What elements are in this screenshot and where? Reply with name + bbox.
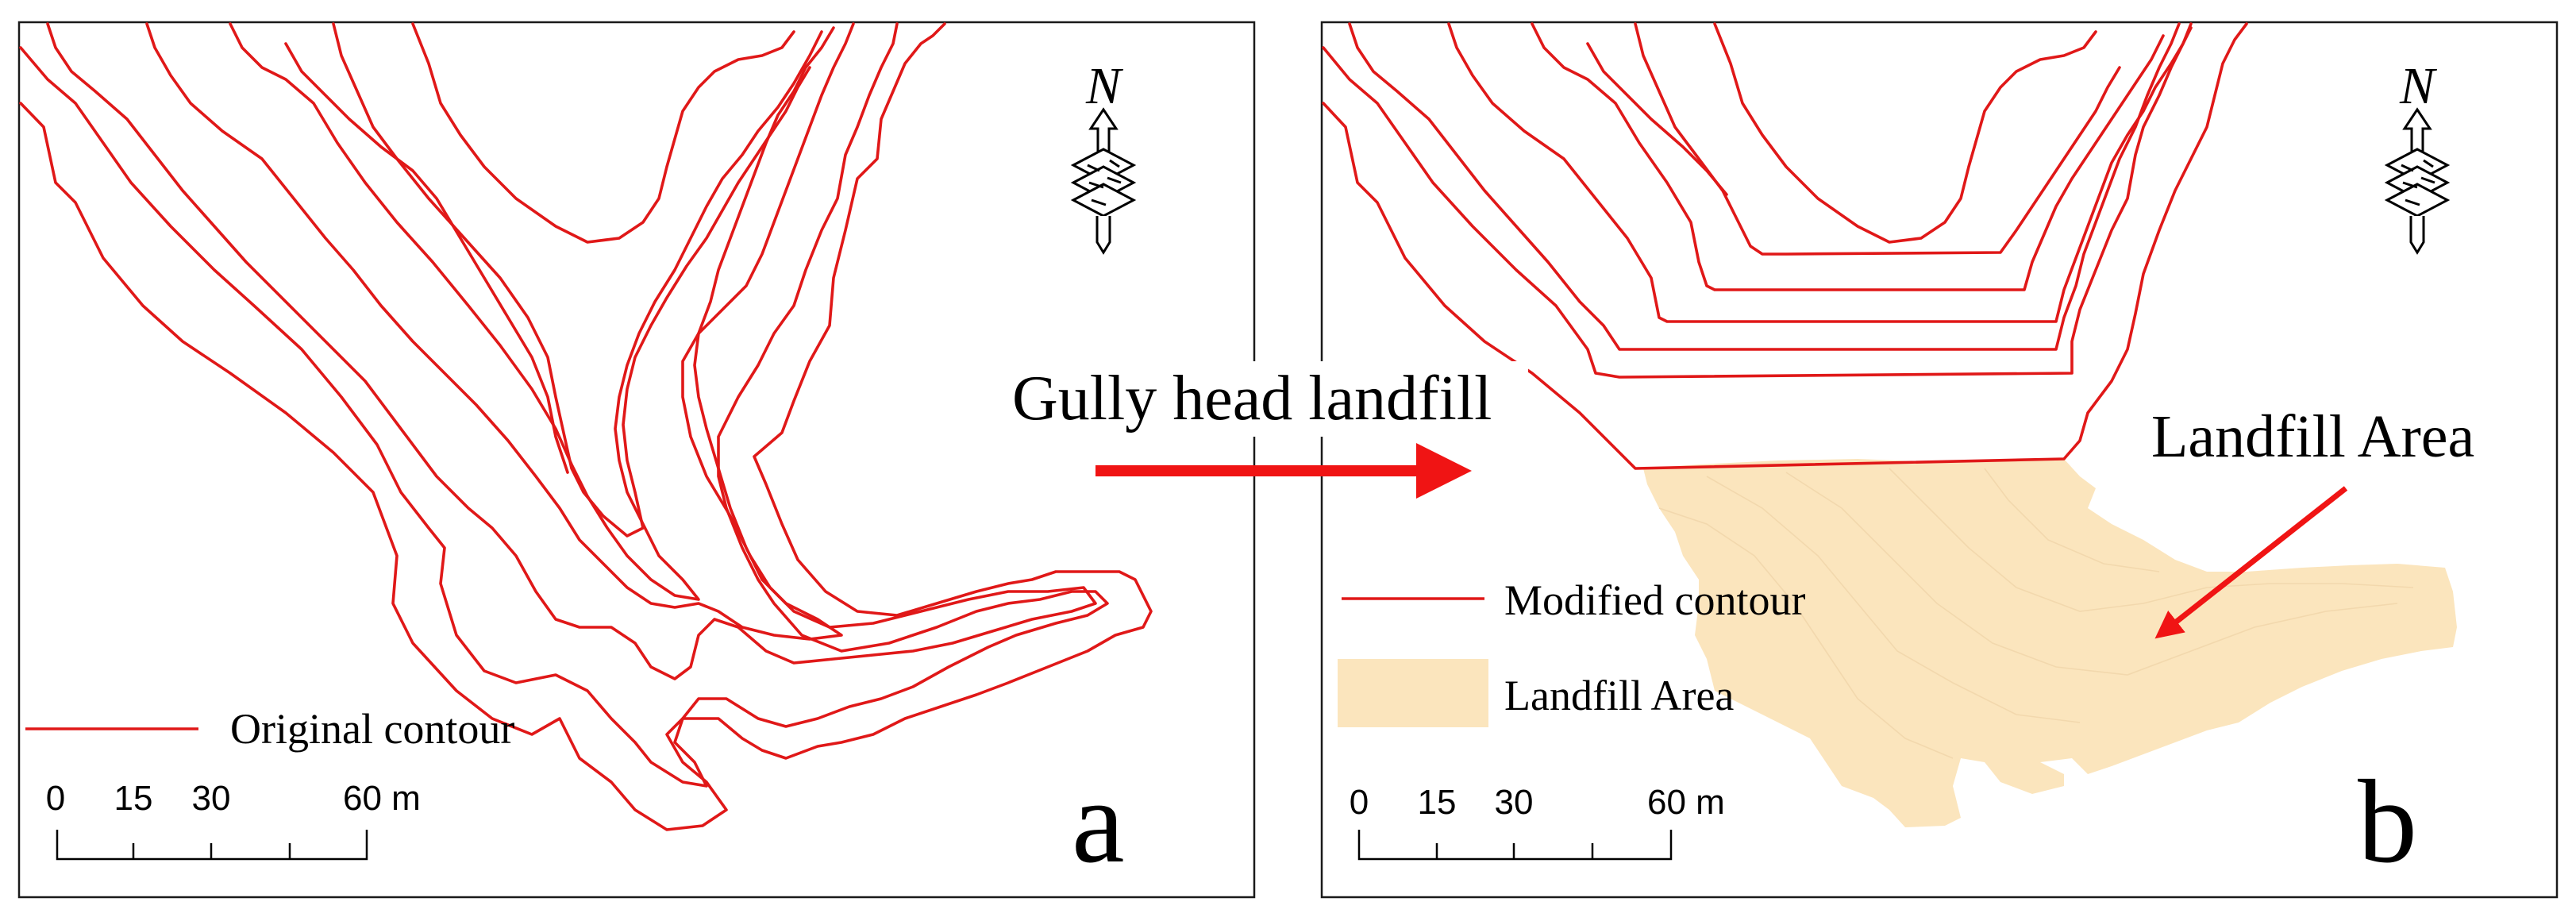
legend-b-contour-label: Modified contour <box>1504 576 1805 624</box>
north-arrow-icon-b: N <box>2384 57 2451 255</box>
landfill-inner-contour-5 <box>1984 468 2160 572</box>
transition: Gully head landfill <box>1004 361 1528 499</box>
scale-bar-b: 0 15 30 60 m <box>1350 783 1725 861</box>
modified-contour-4 <box>1447 22 2193 323</box>
scale-b-tick-60: 60 m <box>1647 783 1725 822</box>
panel-a-frame <box>17 21 1256 899</box>
modified-contour-1 <box>1322 22 2248 470</box>
original-contour-6 <box>332 22 811 538</box>
original-contour-5 <box>229 22 823 601</box>
original-contour-4 <box>145 22 843 641</box>
original-contour-1 <box>19 22 1153 831</box>
legend-b-landfill-label: Landfill Area <box>1504 672 1734 719</box>
north-letter-a: N <box>1085 57 1124 115</box>
panel-b: Modified contour Landfill Area 0 15 30 6… <box>1320 21 2559 899</box>
scale-b-tick-30: 30 <box>1495 783 1534 822</box>
modified-contour-8 <box>1586 42 1728 196</box>
legend-b: Modified contour Landfill Area <box>1338 576 1805 727</box>
panel-b-map <box>1322 22 2457 827</box>
scale-b-tick-15: 15 <box>1418 783 1457 822</box>
north-letter-b: N <box>2399 57 2438 115</box>
scale-b-bar <box>1357 830 1673 861</box>
modified-contour-6 <box>1634 22 2121 256</box>
landfill-inner-contour-4 <box>1889 468 2414 612</box>
panel-a-letter: a <box>1072 756 1125 888</box>
north-arrow-icon: N <box>1070 57 1137 255</box>
scale-b-tick-0: 0 <box>1350 783 1369 822</box>
scale-a-tick-30: 30 <box>192 779 231 818</box>
original-contour-2 <box>19 22 1109 788</box>
scale-a-tick-0: 0 <box>46 779 65 818</box>
legend-a-label: Original contour <box>230 705 514 753</box>
panel-a: Original contour 0 15 30 60 m a N <box>17 21 1256 899</box>
panel-b-letter: b <box>2358 756 2417 888</box>
panel-a-contours <box>19 22 1153 831</box>
transition-label: Gully head landfill <box>1012 364 1492 434</box>
scale-bar-a: 0 15 30 60 m <box>46 779 421 861</box>
transition-label-bg <box>1004 361 1528 437</box>
legend-a: Original contour <box>25 705 514 753</box>
landfill-area-annotation: Landfill Area <box>2151 403 2474 470</box>
landfill-pointer-arrow <box>2154 486 2348 639</box>
scale-a-tick-60: 60 m <box>343 779 421 818</box>
legend-b-landfill-swatch <box>1338 659 1488 727</box>
landfill-inner-contour-2 <box>1706 476 2081 723</box>
modified-contour-5 <box>1531 22 2165 291</box>
original-contour-3 <box>46 22 1097 680</box>
modified-contour-2 <box>1322 22 2193 379</box>
landfill-inner-contour-3 <box>1785 472 2398 676</box>
modified-contour-7 <box>1713 22 2097 244</box>
landfill-inner-contour-1 <box>1658 507 1954 759</box>
original-contour-8 <box>411 22 795 244</box>
scale-a-bar <box>56 830 368 861</box>
landfill-area <box>1643 459 2457 827</box>
original-contour-7 <box>284 42 569 474</box>
scale-a-tick-15: 15 <box>114 779 153 818</box>
